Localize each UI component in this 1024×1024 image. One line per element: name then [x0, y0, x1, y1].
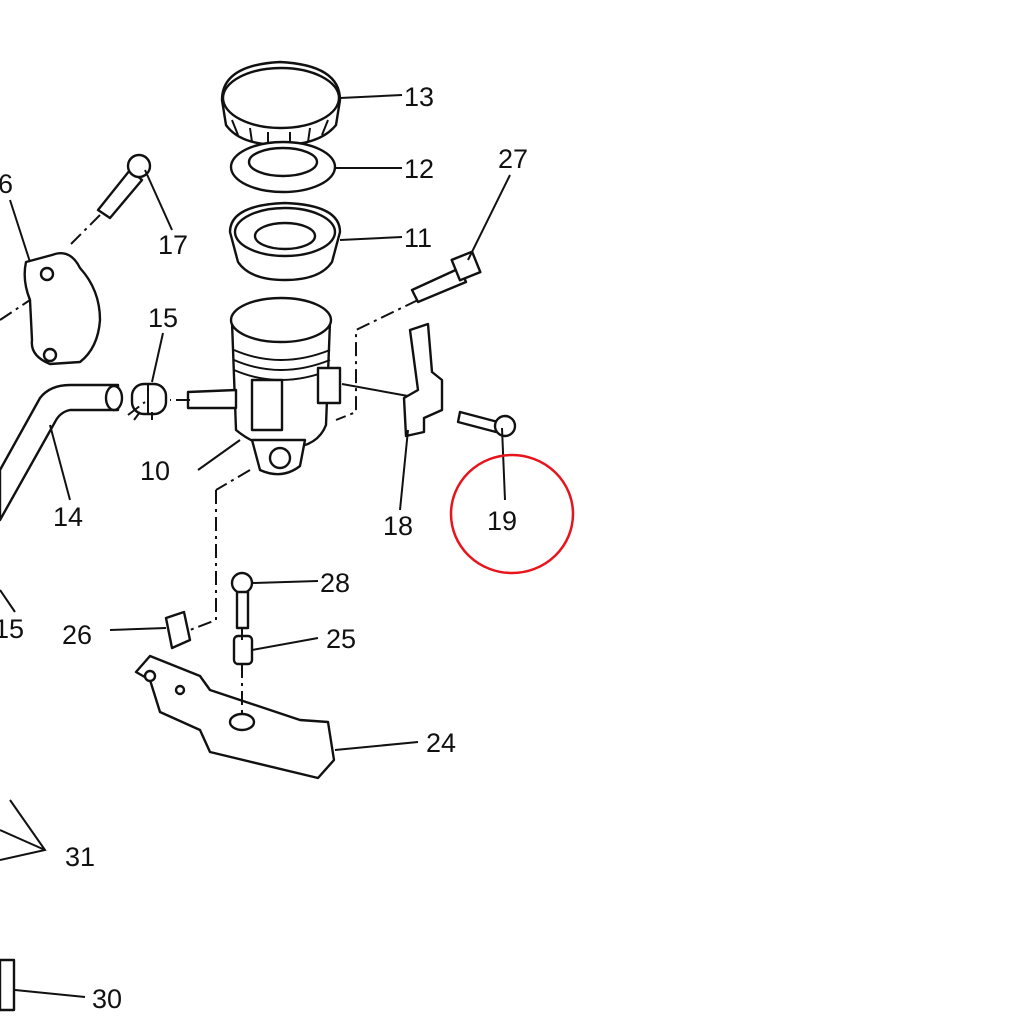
- part-15-clip: [130, 382, 168, 421]
- part-6-holder: [23, 251, 102, 366]
- highlight-circle: [449, 453, 575, 575]
- part-26-plate: [164, 610, 192, 650]
- label-31: 31: [65, 842, 95, 872]
- part-19-screw: [456, 410, 517, 438]
- label-10: 10: [140, 456, 170, 486]
- label-18: 18: [383, 511, 413, 541]
- part-17-bolt: [96, 153, 152, 220]
- label-15-a: 15: [148, 303, 178, 333]
- label-17: 17: [158, 230, 188, 260]
- label-27: 27: [498, 144, 528, 174]
- label-19: 19: [487, 506, 517, 536]
- label-14: 14: [53, 502, 83, 532]
- label-13: 13: [404, 82, 434, 112]
- part-11-diaphragm: [228, 201, 342, 282]
- part-28-screw: [230, 571, 254, 630]
- part-13-cap: [220, 60, 342, 147]
- part-12-plate: [229, 140, 337, 194]
- label-28: 28: [320, 568, 350, 598]
- label-24: 24: [426, 728, 456, 758]
- label-25: 25: [326, 624, 356, 654]
- part-25-collar: [232, 634, 254, 666]
- part-labels: 13 12 27 6 17 11 15 10 14 18 19 28 26 15…: [0, 82, 528, 1014]
- label-6: 6: [0, 169, 13, 199]
- leader-lines: [0, 94, 511, 998]
- part-30-bolt: [0, 958, 16, 1012]
- label-26: 26: [62, 620, 92, 650]
- label-12: 12: [404, 154, 434, 184]
- part-10-reservoir: [186, 296, 342, 476]
- label-11: 11: [404, 223, 432, 253]
- label-15-b: 15: [0, 614, 24, 644]
- label-30: 30: [92, 984, 122, 1014]
- part-24-bracket: [134, 654, 336, 780]
- part-18-bracket: [402, 322, 444, 438]
- part-27-screw: [410, 250, 482, 304]
- part-14-hose: [0, 383, 124, 522]
